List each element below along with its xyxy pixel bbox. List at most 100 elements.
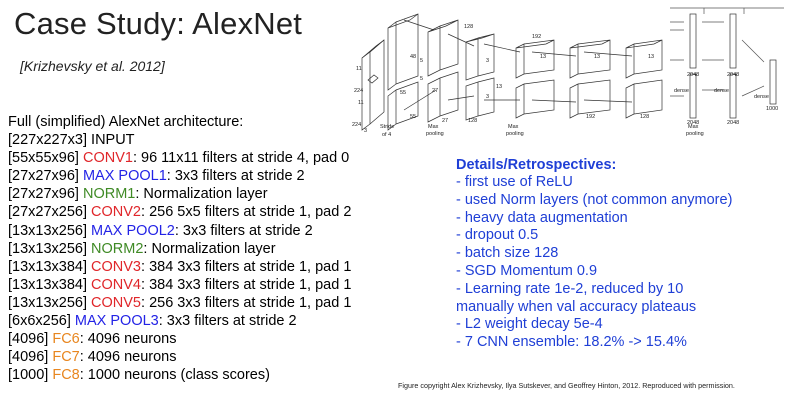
layer-description: : 256 5x5 filters at stride 1, pad 2 bbox=[141, 204, 352, 221]
fig-label: 55 bbox=[400, 90, 406, 96]
fig-label: Stride bbox=[380, 124, 394, 130]
layer-description: : 1000 neurons (class scores) bbox=[79, 367, 270, 384]
layer-row: [27x27x96] MAX POOL1: 3x3 filters at str… bbox=[8, 167, 403, 185]
fig-label: 192 bbox=[532, 34, 541, 40]
layer-row: [4096] FC7: 4096 neurons bbox=[8, 348, 403, 366]
layer-rows: [227x227x3] INPUT[55x55x96] CONV1: 96 11… bbox=[8, 131, 403, 384]
fig-label: 13 bbox=[540, 54, 546, 60]
fig-label: dense bbox=[674, 88, 689, 94]
detail-item: - SGD Momentum 0.9 bbox=[456, 262, 598, 279]
layer-shape: [13x13x384] bbox=[8, 276, 88, 293]
fig-label: Max bbox=[508, 124, 519, 130]
architecture-heading: Full (simplified) AlexNet architecture: bbox=[8, 114, 244, 130]
layer-description: : 3x3 filters at stride 2 bbox=[166, 168, 305, 185]
layer-name: FC6 bbox=[48, 331, 80, 348]
layer-description: : 3x3 filters at stride 2 bbox=[174, 222, 313, 239]
slide-title: Case Study: AlexNet bbox=[14, 6, 303, 41]
layer-name: NORM1 bbox=[78, 186, 136, 203]
fig-label: 224 bbox=[352, 122, 361, 128]
input-volume-front bbox=[361, 51, 371, 131]
detail-item: - Learning rate 1e-2, reduced by 10 bbox=[456, 280, 684, 297]
layer-name: CONV1 bbox=[78, 150, 133, 167]
fig-label: 128 bbox=[640, 114, 649, 120]
details-heading: Details/Retrospectives: bbox=[456, 157, 617, 173]
layer-row: [227x227x3] INPUT bbox=[8, 131, 403, 149]
fig-label: 2048 bbox=[727, 72, 739, 78]
fig-label: 11 bbox=[356, 66, 362, 72]
detail-item: - first use of ReLU bbox=[456, 174, 573, 190]
fig-label: 55 bbox=[410, 114, 416, 120]
layer-description: : 384 3x3 filters at stride 1, pad 1 bbox=[141, 258, 352, 275]
layer-description: : Normalization layer bbox=[135, 186, 268, 203]
layer-shape: [4096] bbox=[8, 331, 49, 348]
fig-label: of 4 bbox=[382, 132, 391, 138]
layer-shape: [6x6x256] bbox=[8, 313, 71, 330]
input-volume-side bbox=[369, 39, 385, 125]
layer-row: [1000] FC8: 1000 neurons (class scores) bbox=[8, 366, 403, 384]
fig-label: 2048 bbox=[687, 72, 699, 78]
fig-label: 128 bbox=[468, 118, 477, 124]
citation: [Krizhevsky et al. 2012] bbox=[20, 58, 165, 74]
layer-shape: [1000] bbox=[8, 367, 49, 384]
layer-row: [27x27x256] CONV2: 256 5x5 filters at st… bbox=[8, 203, 403, 221]
layer-row: [13x13x384] CONV3: 384 3x3 filters at st… bbox=[8, 258, 403, 276]
fig-label: pooling bbox=[426, 131, 444, 137]
layer-shape: [4096] bbox=[8, 349, 49, 366]
layer-name: CONV2 bbox=[87, 204, 142, 221]
fig-label: 48 bbox=[410, 54, 416, 60]
layer-row: [55x55x96] CONV1: 96 11x11 filters at st… bbox=[8, 149, 403, 167]
layer-row: [6x6x256] MAX POOL3: 3x3 filters at stri… bbox=[8, 312, 403, 330]
layer-shape: [13x13x256] bbox=[8, 240, 88, 257]
layer-shape: [227x227x3] bbox=[8, 132, 88, 149]
fig-label: Max bbox=[688, 124, 699, 130]
layer-shape: [13x13x256] bbox=[8, 222, 88, 239]
fig-label: 13 bbox=[496, 84, 502, 90]
details-panel: Details/Retrospectives: - first use of R… bbox=[456, 156, 796, 352]
fig-label: 3 bbox=[364, 128, 367, 134]
layer-name: CONV3 bbox=[87, 258, 142, 275]
fig-label: 13 bbox=[594, 54, 600, 60]
fig-label: pooling bbox=[506, 131, 524, 137]
fig-label: dense bbox=[714, 88, 729, 94]
layer-name: FC7 bbox=[48, 349, 80, 366]
layer-row: [13x13x256] CONV5: 256 3x3 filters at st… bbox=[8, 294, 403, 312]
layer-description: : 96 11x11 filters at stride 4, pad 0 bbox=[132, 150, 350, 167]
detail-item: - batch size 128 bbox=[456, 245, 559, 262]
layer-shape: [13x13x384] bbox=[8, 258, 88, 275]
detail-item: - L2 weight decay 5e-4 bbox=[456, 316, 603, 333]
fig-label: 224 bbox=[354, 88, 363, 94]
fig-label: 5 bbox=[420, 58, 423, 64]
layer-description: : 4096 neurons bbox=[79, 349, 177, 366]
fig-label: 3 bbox=[486, 58, 489, 64]
fig-label: 2048 bbox=[687, 120, 699, 126]
fig-label: 2048 bbox=[727, 120, 739, 126]
fig-label: dense bbox=[754, 94, 769, 100]
fig-label: 128 bbox=[464, 24, 473, 30]
figure-caption: Figure copyright Alex Krizhevsky, Ilya S… bbox=[398, 381, 735, 390]
layer-name: NORM2 bbox=[87, 240, 144, 257]
layer-name: CONV4 bbox=[87, 276, 142, 293]
layer-row: [27x27x96] NORM1: Normalization layer bbox=[8, 185, 403, 203]
layer-shape: [55x55x96] bbox=[8, 150, 79, 167]
layer-shape: [27x27x256] bbox=[8, 204, 88, 221]
layer-description: INPUT bbox=[87, 132, 135, 149]
fig-label: 1000 bbox=[766, 106, 778, 112]
details-list: - first use of ReLU- used Norm layers (n… bbox=[456, 174, 796, 352]
fig-label: 192 bbox=[586, 114, 595, 120]
layer-shape: [27x27x96] bbox=[8, 168, 79, 185]
detail-item: manually when val accuracy plateaus bbox=[456, 298, 697, 315]
detail-item: - dropout 0.5 bbox=[456, 227, 539, 244]
layer-description: : 4096 neurons bbox=[79, 331, 177, 348]
fig-label: 3 bbox=[486, 94, 489, 100]
layer-row: [13x13x256] NORM2: Normalization layer bbox=[8, 240, 403, 258]
layer-description: : 256 3x3 filters at stride 1, pad 1 bbox=[141, 294, 352, 311]
detail-item: - heavy data augmentation bbox=[456, 209, 628, 226]
layer-description: : Normalization layer bbox=[143, 240, 276, 257]
fig-label: 27 bbox=[442, 118, 448, 124]
layer-name: MAX POOL3 bbox=[70, 313, 159, 330]
detail-item: - 7 CNN ensemble: 18.2% -> 15.4% bbox=[456, 334, 687, 351]
layer-shape: [27x27x96] bbox=[8, 186, 79, 203]
layer-description: : 384 3x3 filters at stride 1, pad 1 bbox=[141, 276, 352, 293]
architecture-list: Full (simplified) AlexNet architecture: … bbox=[8, 113, 403, 384]
layer-name: MAX POOL1 bbox=[78, 168, 167, 185]
